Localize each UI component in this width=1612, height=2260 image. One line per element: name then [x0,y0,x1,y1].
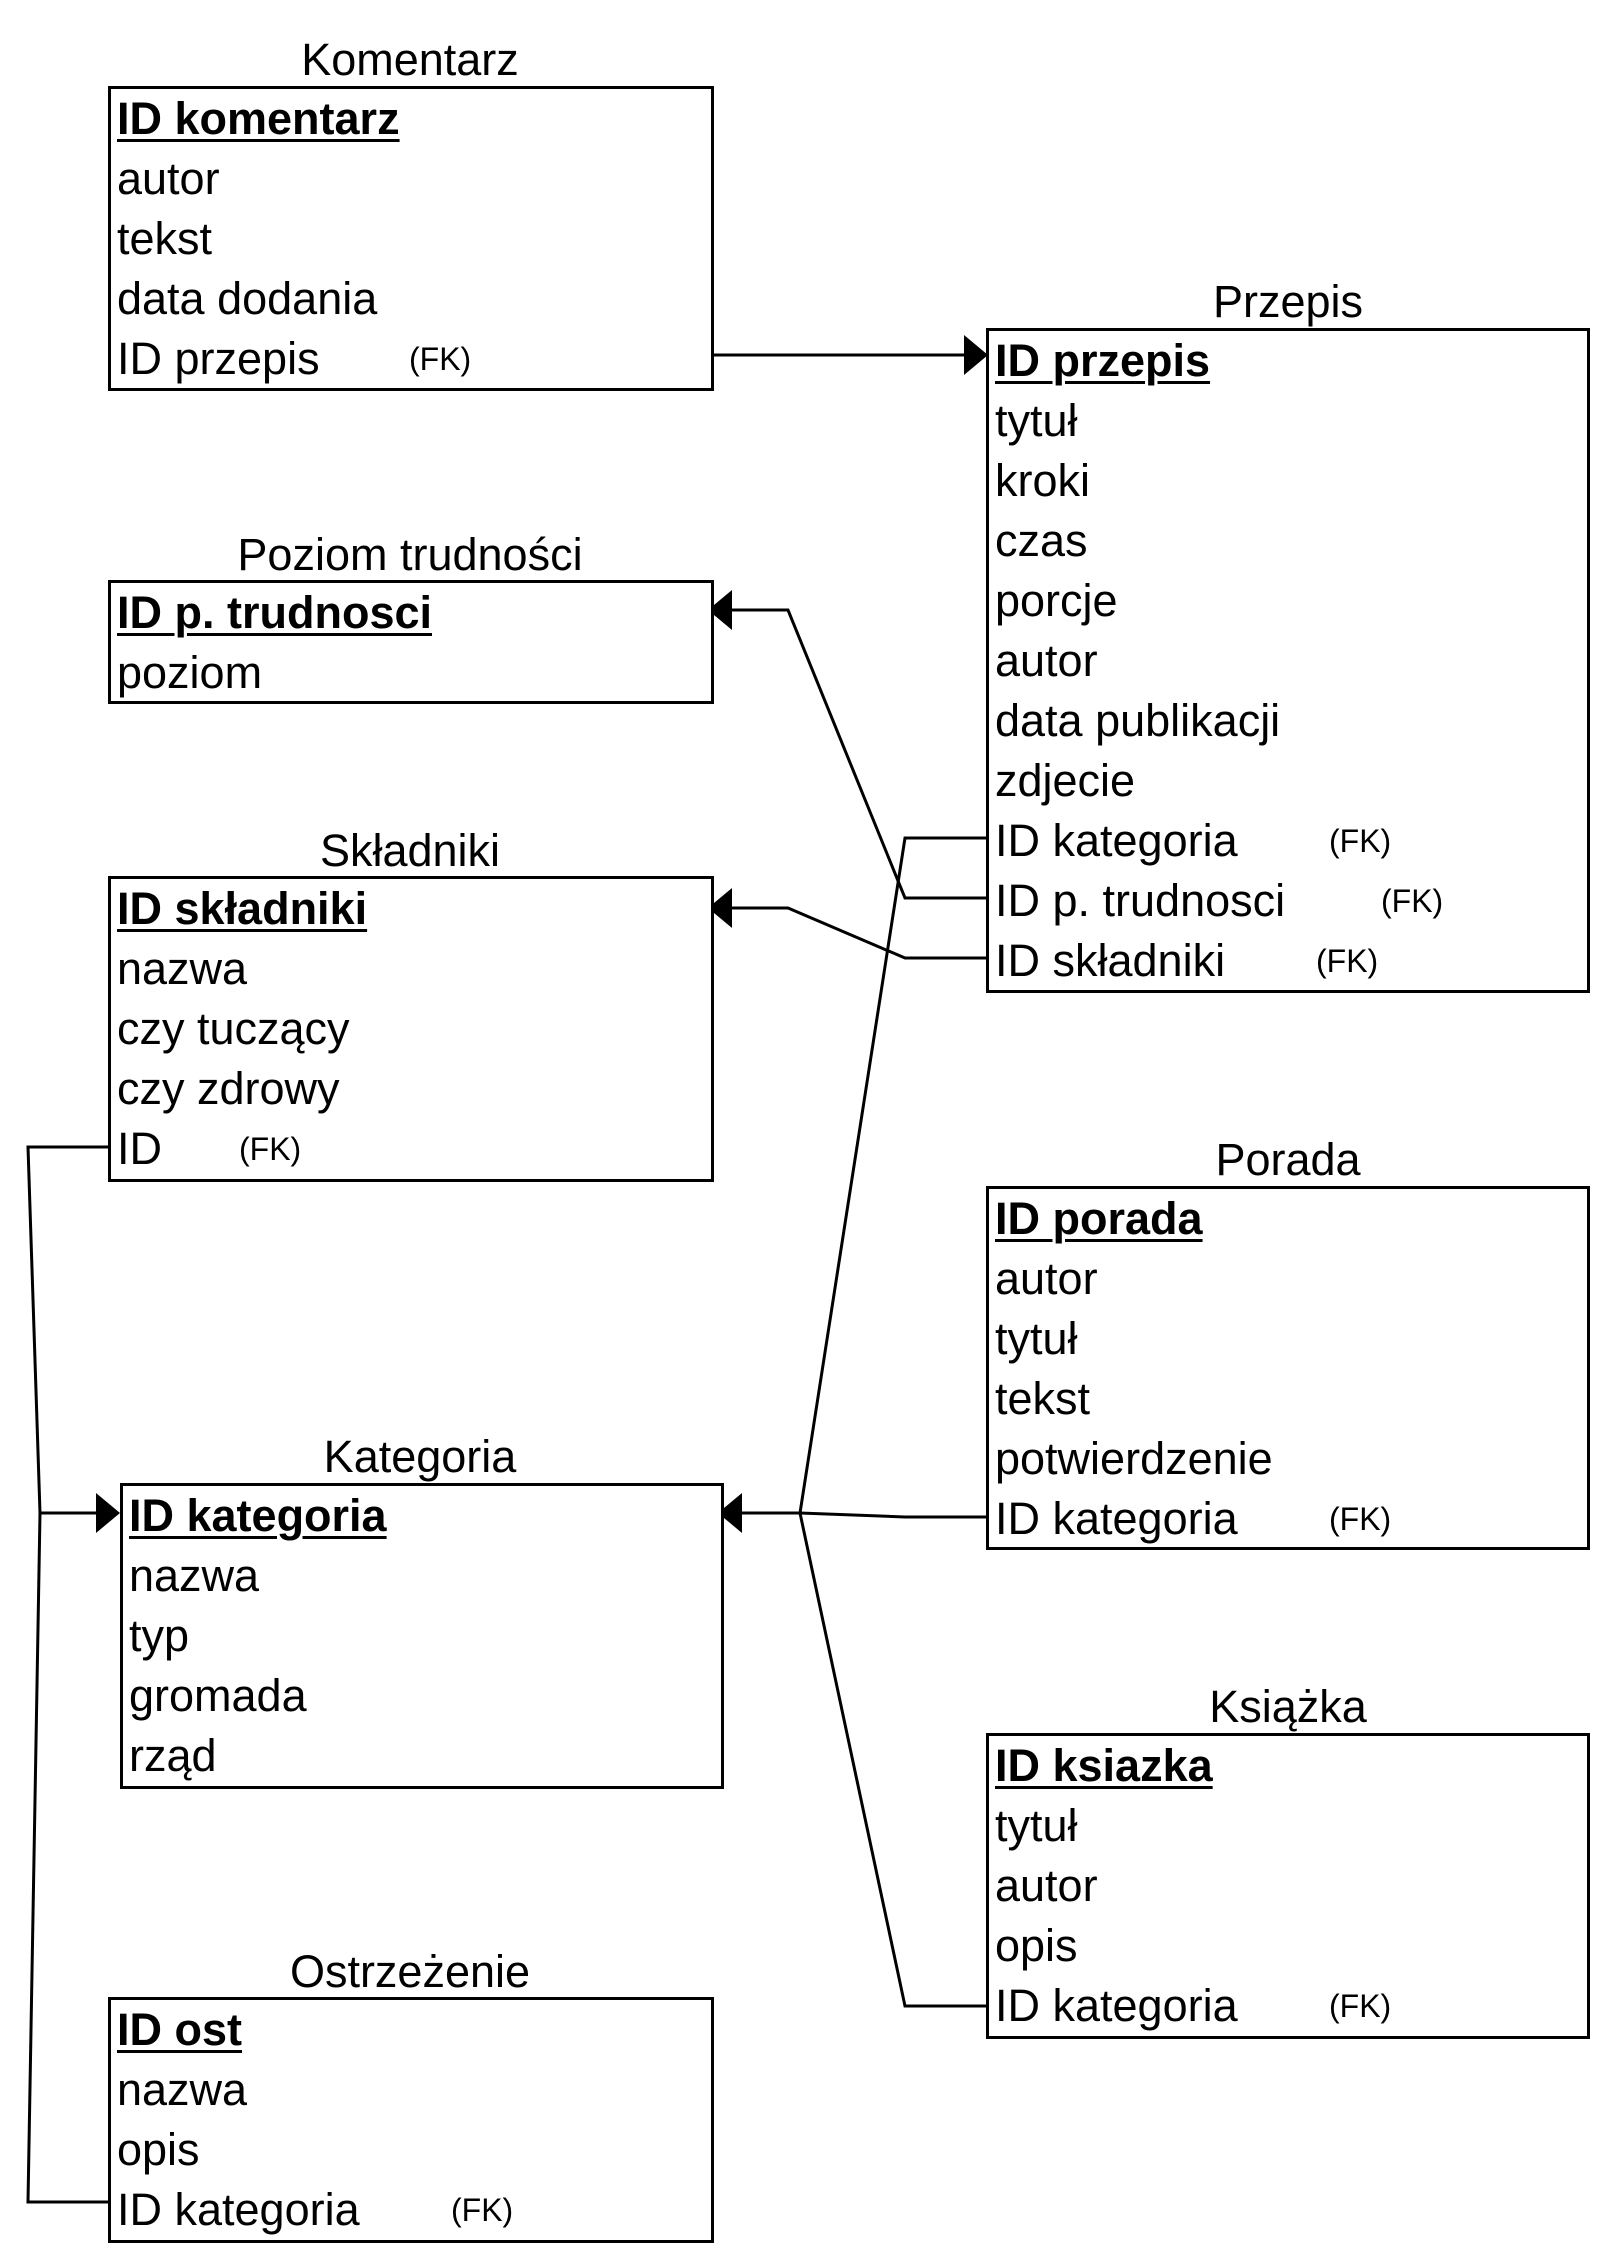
field: zdjecie [995,755,1136,806]
entity-porada: ID porada autor tytuł tekst potwierdzeni… [986,1186,1590,1550]
fk-field: ID p. trudnosci [995,875,1286,926]
field: tytuł [995,395,1078,446]
field: autor [995,635,1098,686]
entity-title-kategoria: Kategoria [323,1431,517,1482]
fk-marker: (FK) [1329,1988,1392,2024]
field: czy tuczący [117,1003,350,1054]
arrowhead-poziom [708,590,732,630]
entity-title-porada: Porada [1215,1134,1361,1185]
fk-field: ID [117,1123,162,1174]
field: kroki [995,455,1091,506]
entity-przepis: ID przepis tytuł kroki czas porcje autor… [986,328,1590,993]
field: autor [995,1860,1098,1911]
pk-field: ID porada [995,1193,1203,1244]
pk-field: ID p. trudnosci [117,587,432,638]
field: rząd [129,1730,217,1781]
fk-field: ID kategoria [995,1980,1238,2031]
fk-marker: (FK) [451,2192,514,2228]
field: opis [995,1920,1078,1971]
field: tytuł [995,1313,1078,1364]
field: nazwa [117,2064,248,2115]
field: nazwa [117,943,248,994]
fk-marker: (FK) [409,341,472,377]
fk-marker: (FK) [1329,823,1392,859]
line-porada-kategoria [738,1511,988,1519]
field: tekst [995,1373,1091,1424]
field: tytuł [995,1800,1078,1851]
entity-poziom-trudnosci: ID p. trudnosci poziom [108,580,714,704]
arrowhead-kategoria-left [96,1493,120,1533]
field: czy zdrowy [117,1063,340,1114]
fk-marker: (FK) [1329,1501,1392,1537]
entity-skladniki: ID składniki nazwa czy tuczący czy zdrow… [108,876,714,1182]
fk-field: ID składniki [995,935,1226,986]
field: opis [117,2124,200,2175]
entity-ostrzezenie: ID ost nazwa opis ID kategoria (FK) [108,1997,714,2243]
field: potwierdzenie [995,1433,1273,1484]
arrowhead-kategoria-right [718,1493,742,1533]
pk-field: ID składniki [117,883,368,934]
field: porcje [995,575,1118,626]
field: data dodania [117,273,378,324]
field: typ [129,1610,190,1661]
entity-ksiazka: ID ksiazka tytuł autor opis ID kategoria… [986,1733,1590,2039]
field: gromada [129,1670,307,1721]
line-przepis-kategoria [798,836,988,1514]
pk-field: ID ost [117,2004,243,2055]
field: czas [995,515,1088,566]
fk-field: ID kategoria [995,1493,1238,1544]
fk-marker: (FK) [1381,883,1444,919]
arrowhead-skladniki [708,888,732,928]
entity-title-przepis: Przepis [1212,276,1364,327]
entity-kategoria: ID kategoria nazwa typ gromada rząd [120,1483,724,1789]
line-ksiazka-kategoria [798,1512,988,2008]
entity-title-ksiazka: Książka [1209,1681,1367,1732]
entity-title-poziom-trudnosci: Poziom trudności [237,529,583,580]
line-skladniki-kategoria [26,1145,110,1515]
fk-field: ID kategoria [995,815,1238,866]
pk-field: ID komentarz [117,93,400,144]
entity-title-komentarz: Komentarz [301,34,519,85]
field: autor [117,153,220,204]
fk-field: ID przepis [117,333,320,384]
fk-field: ID kategoria [117,2184,360,2235]
fk-marker: (FK) [1316,943,1379,979]
field: autor [995,1253,1098,1304]
line-ostrzezenie-kategoria [26,1512,110,2204]
field: data publikacji [995,695,1281,746]
entity-title-ostrzezenie: Ostrzeżenie [289,1946,531,1997]
pk-field: ID ksiazka [995,1740,1213,1791]
pk-field: ID kategoria [129,1490,387,1541]
field: tekst [117,213,213,264]
entity-title-skladniki: Składniki [319,825,501,876]
field: poziom [117,647,263,698]
entity-komentarz: ID komentarz autor tekst data dodania ID… [108,86,714,391]
pk-field: ID przepis [995,335,1211,386]
arrowhead-przepis [964,335,988,375]
line-przepis-skladniki [728,906,988,960]
line-przepis-poziom [728,608,988,900]
fk-marker: (FK) [239,1131,302,1167]
field: nazwa [129,1550,260,1601]
